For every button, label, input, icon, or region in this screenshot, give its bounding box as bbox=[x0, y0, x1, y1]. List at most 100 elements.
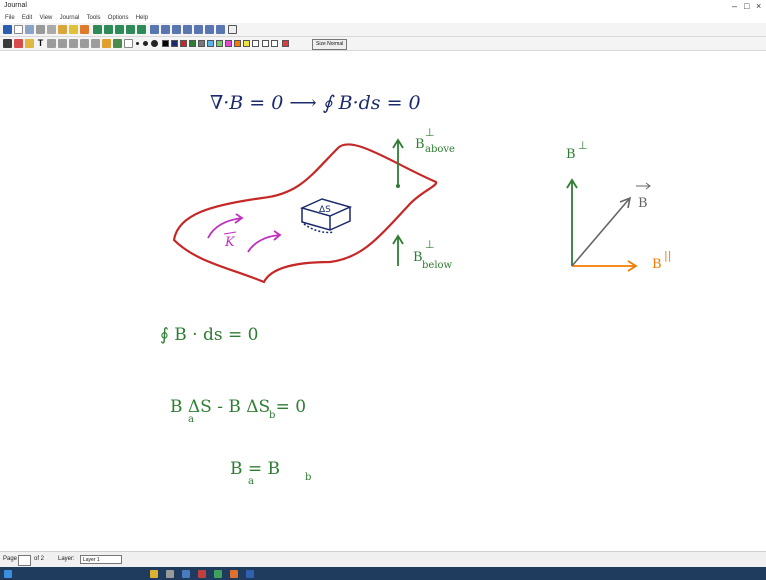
title-bar: Journal – □ × bbox=[0, 0, 766, 12]
layer-select[interactable]: Layer 1 bbox=[80, 555, 122, 564]
first-page-icon[interactable] bbox=[93, 25, 102, 34]
color-orange-swatch[interactable] bbox=[234, 40, 241, 47]
taskbar-app-icon[interactable] bbox=[198, 570, 206, 578]
menu-options[interactable]: Options bbox=[107, 15, 129, 21]
k-vector-arrow-icon bbox=[223, 231, 237, 235]
eq3-sub-a: a bbox=[248, 476, 254, 487]
color-custom-swatch[interactable] bbox=[262, 40, 269, 47]
color-red-swatch[interactable] bbox=[180, 40, 187, 47]
text-tool-icon[interactable]: T bbox=[37, 38, 44, 48]
b-above-subscript: above bbox=[425, 144, 455, 155]
zoom-height-icon[interactable] bbox=[205, 25, 214, 34]
fill-color-swatch[interactable] bbox=[271, 40, 278, 47]
menu-edit[interactable]: Edit bbox=[21, 15, 33, 21]
new-page-icon[interactable] bbox=[14, 25, 23, 34]
b-parallel-axis bbox=[572, 260, 638, 272]
highlighter-icon[interactable] bbox=[25, 39, 34, 48]
menu-journal[interactable]: Journal bbox=[59, 15, 80, 21]
select-rectangle-icon[interactable] bbox=[69, 39, 78, 48]
b-above-b-label: B bbox=[415, 137, 425, 152]
taskbar-app-icon[interactable] bbox=[150, 570, 158, 578]
menu-file[interactable]: File bbox=[5, 15, 15, 21]
b-below-subscript: below bbox=[422, 260, 453, 271]
pen-icon[interactable] bbox=[3, 39, 12, 48]
thickness-medium-icon[interactable] bbox=[143, 41, 148, 46]
select-region-icon[interactable] bbox=[58, 39, 67, 48]
surface-current-arrows bbox=[207, 213, 282, 253]
b-above-dot bbox=[396, 184, 400, 188]
menu-view[interactable]: View bbox=[39, 15, 53, 21]
color-white-swatch[interactable] bbox=[252, 40, 259, 47]
default-tool-icon[interactable] bbox=[124, 39, 133, 48]
drawing-canvas[interactable]: ∇·B = 0 ⟶ ∮ B·ds = 0 ΔS K B ⊥ above bbox=[0, 51, 766, 551]
color-lightblue-swatch[interactable] bbox=[207, 40, 214, 47]
color-black-swatch[interactable] bbox=[162, 40, 169, 47]
pen-toolbar: T Size Normal bbox=[0, 37, 766, 51]
save-icon[interactable] bbox=[3, 25, 12, 34]
b-below-perp-label: ⊥ bbox=[425, 238, 435, 251]
b-below-b-label: B bbox=[413, 250, 423, 265]
menu-help[interactable]: Help bbox=[135, 15, 149, 21]
b-vector-arrow bbox=[571, 196, 632, 267]
eq2-sub-a: a bbox=[188, 414, 194, 425]
color-yellow-swatch[interactable] bbox=[243, 40, 250, 47]
taskbar bbox=[0, 567, 766, 580]
image-tool-icon[interactable] bbox=[47, 39, 56, 48]
zoom-fit-icon[interactable] bbox=[183, 25, 192, 34]
menu-bar: File Edit View Journal Tools Options Hel… bbox=[0, 12, 766, 23]
main-toolbar bbox=[0, 23, 766, 37]
color-green-swatch[interactable] bbox=[189, 40, 196, 47]
copy-icon[interactable] bbox=[47, 25, 56, 34]
color-gray-swatch[interactable] bbox=[198, 40, 205, 47]
previous-page-icon[interactable] bbox=[104, 25, 113, 34]
layer-label: Layer: bbox=[58, 556, 75, 562]
hand-tool-icon[interactable] bbox=[91, 39, 100, 48]
page-number-input[interactable] bbox=[18, 555, 31, 566]
page-label: Page bbox=[3, 556, 18, 562]
taskbar-app-icon[interactable] bbox=[166, 570, 174, 578]
k-vector-label: K bbox=[224, 235, 236, 250]
size-normal-button[interactable]: Size Normal bbox=[312, 39, 348, 50]
add-page-icon[interactable] bbox=[137, 25, 146, 34]
zoom-normal-icon[interactable] bbox=[172, 25, 181, 34]
paste-icon[interactable] bbox=[58, 25, 67, 34]
taskbar-app-icon[interactable] bbox=[246, 570, 254, 578]
ruler-icon[interactable] bbox=[102, 39, 111, 48]
undo-icon[interactable] bbox=[69, 25, 78, 34]
redo-icon[interactable] bbox=[80, 25, 89, 34]
taskbar-app-icon[interactable] bbox=[182, 570, 190, 578]
b-vector-label: B bbox=[638, 196, 648, 211]
b-perp-axis-symbol: ⊥ bbox=[578, 139, 588, 152]
minimize-icon[interactable]: – bbox=[732, 1, 738, 11]
thickness-thick-icon[interactable] bbox=[151, 40, 158, 47]
new-page-before-icon[interactable] bbox=[25, 25, 34, 34]
start-icon[interactable] bbox=[4, 570, 12, 578]
b-below-arrow bbox=[392, 234, 404, 266]
zoom-in-icon[interactable] bbox=[161, 25, 170, 34]
eraser-icon[interactable] bbox=[14, 39, 23, 48]
delta-s-label: ΔS bbox=[319, 205, 331, 215]
zoom-page-icon[interactable] bbox=[194, 25, 203, 34]
maximize-icon[interactable]: □ bbox=[744, 1, 750, 11]
zoom-width-icon[interactable] bbox=[216, 25, 225, 34]
current-color-swatch[interactable] bbox=[282, 40, 289, 47]
color-lightgreen-swatch[interactable] bbox=[216, 40, 223, 47]
eq2-sub-b: b bbox=[269, 410, 275, 421]
close-icon[interactable]: × bbox=[756, 1, 762, 11]
fullscreen-icon[interactable] bbox=[228, 25, 237, 34]
zoom-out-icon[interactable] bbox=[150, 25, 159, 34]
shape-recognizer-icon[interactable] bbox=[113, 39, 122, 48]
vertical-space-icon[interactable] bbox=[80, 39, 89, 48]
color-magenta-swatch[interactable] bbox=[225, 40, 232, 47]
last-page-icon[interactable] bbox=[126, 25, 135, 34]
b-perp-axis-label: B bbox=[566, 147, 576, 162]
cut-icon[interactable] bbox=[36, 25, 45, 34]
color-blue-swatch[interactable] bbox=[171, 40, 178, 47]
flux-equation: ∮ B · ds = 0 bbox=[160, 325, 258, 345]
b-above-perp-label: ⊥ bbox=[425, 126, 435, 139]
menu-tools[interactable]: Tools bbox=[86, 15, 101, 21]
taskbar-app-icon[interactable] bbox=[214, 570, 222, 578]
taskbar-app-icon[interactable] bbox=[230, 570, 238, 578]
thickness-fine-icon[interactable] bbox=[136, 42, 139, 45]
next-page-icon[interactable] bbox=[115, 25, 124, 34]
